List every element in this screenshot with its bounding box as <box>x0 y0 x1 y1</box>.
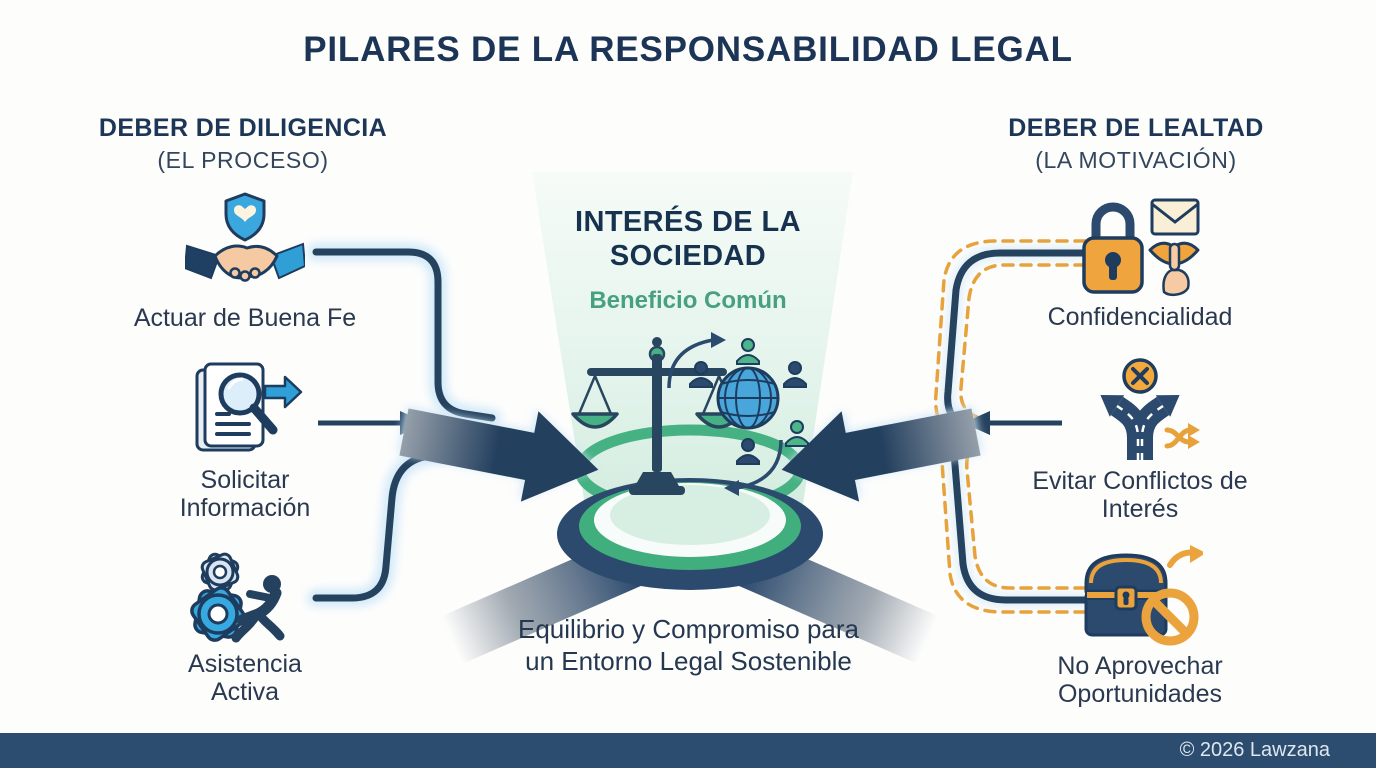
handshake-shield-icon <box>185 192 305 282</box>
center-heading: INTERÉS DE LA SOCIEDAD <box>575 206 801 273</box>
scales-community-globe-icon <box>571 332 809 496</box>
list-item-act-good-faith: Actuar de Buena Fe <box>115 190 375 332</box>
padlock-envelope-shh-icon <box>1081 198 1199 297</box>
gears-person-icon <box>190 552 285 643</box>
copyright-text: © 2026 Lawzana <box>1179 739 1330 761</box>
document-search-icon <box>195 362 303 452</box>
left-column-heading: DEBER DE DILIGENCIA <box>98 114 388 142</box>
caption-line-2: un Entorno Legal Sostenible <box>525 645 852 676</box>
item-label: Asistencia Activa <box>188 650 302 706</box>
bottom-caption: Equilibrio y Compromiso para un Entorno … <box>501 614 876 677</box>
list-item-avoid-conflicts: Evitar Conflictos de Interés <box>1010 358 1270 523</box>
item-label: Actuar de Buena Fe <box>133 304 357 332</box>
item-label: Evitar Conflictos de Interés <box>1032 467 1248 523</box>
crossroads-conflict-icon <box>1100 358 1200 460</box>
cycle-arrows-icon <box>667 332 783 496</box>
footer-bar: © 2026 Lawzana <box>0 733 1376 768</box>
list-item-active-assistance: Asistencia Activa <box>115 546 375 706</box>
left-column-header: DEBER DE DILIGENCIA (EL PROCESO) <box>58 114 428 174</box>
list-item-request-information: Solicitar Información <box>115 360 375 522</box>
list-item-confidentiality: Confidencialidad <box>1010 194 1270 331</box>
left-column-subheading: (EL PROCESO) <box>157 147 329 173</box>
item-label: Solicitar Información <box>179 466 311 522</box>
globe-icon <box>716 366 780 430</box>
list-item-no-opportunities: No Aprovechar Oportunidades <box>1010 543 1270 708</box>
item-label: No Aprovechar Oportunidades <box>1057 652 1223 708</box>
page-title: PILARES DE LA RESPONSABILIDAD LEGAL <box>303 30 1073 69</box>
pedestal-platform <box>557 478 823 590</box>
community-people-icons <box>689 338 809 465</box>
right-column-heading: DEBER DE LEALTAD <box>1008 114 1264 142</box>
treasure-chest-prohibited-icon <box>1084 545 1203 646</box>
item-label: Confidencialidad <box>1047 303 1233 331</box>
right-column-subheading: (LA MOTIVACIÓN) <box>1035 147 1237 173</box>
center-subheading: Beneficio Común <box>589 287 787 314</box>
right-column-header: DEBER DE LEALTAD (LA MOTIVACIÓN) <box>951 114 1321 174</box>
balance-scales-icon <box>571 337 743 495</box>
caption-line-1: Equilibrio y Compromiso para <box>517 614 860 644</box>
